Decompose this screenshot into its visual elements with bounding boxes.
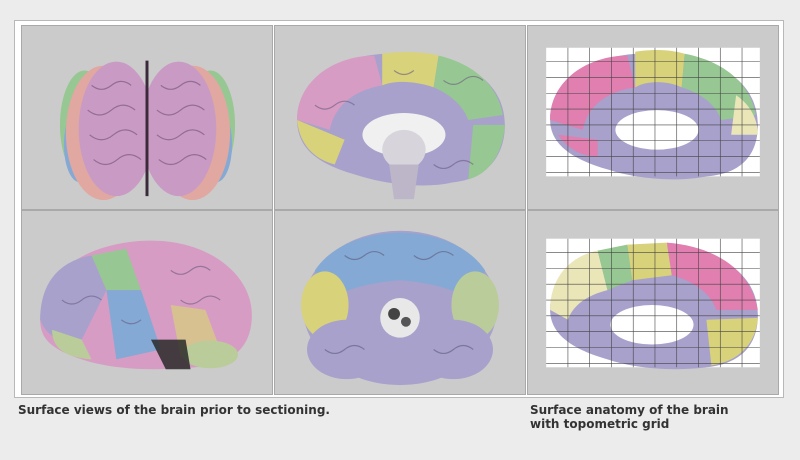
panel-medial-grid-view-2: [527, 210, 779, 395]
caption-right-line1: Surface anatomy of the brain: [530, 403, 729, 417]
panel-medial-grid-view: [527, 25, 779, 210]
brain-inferior-image: [301, 230, 499, 386]
brain-medial-grid-image-2: [546, 238, 760, 370]
figure-frame: [14, 20, 784, 398]
caption-right-line2: with topometric grid: [530, 417, 670, 431]
caption-left: Surface views of the brain prior to sect…: [18, 403, 330, 417]
brain-lateral-image: [40, 240, 252, 370]
brain-medial-grid-image: [546, 47, 760, 180]
panel-lateral-view: [21, 210, 273, 395]
brain-medial-image: [297, 52, 505, 200]
panel-medial-view: [274, 25, 526, 210]
panel-inferior-view: [274, 210, 526, 395]
caption-right: Surface anatomy of the brain with topome…: [530, 403, 729, 431]
panel-frontal-view: [21, 25, 273, 210]
brain-frontal-image: [59, 60, 236, 201]
